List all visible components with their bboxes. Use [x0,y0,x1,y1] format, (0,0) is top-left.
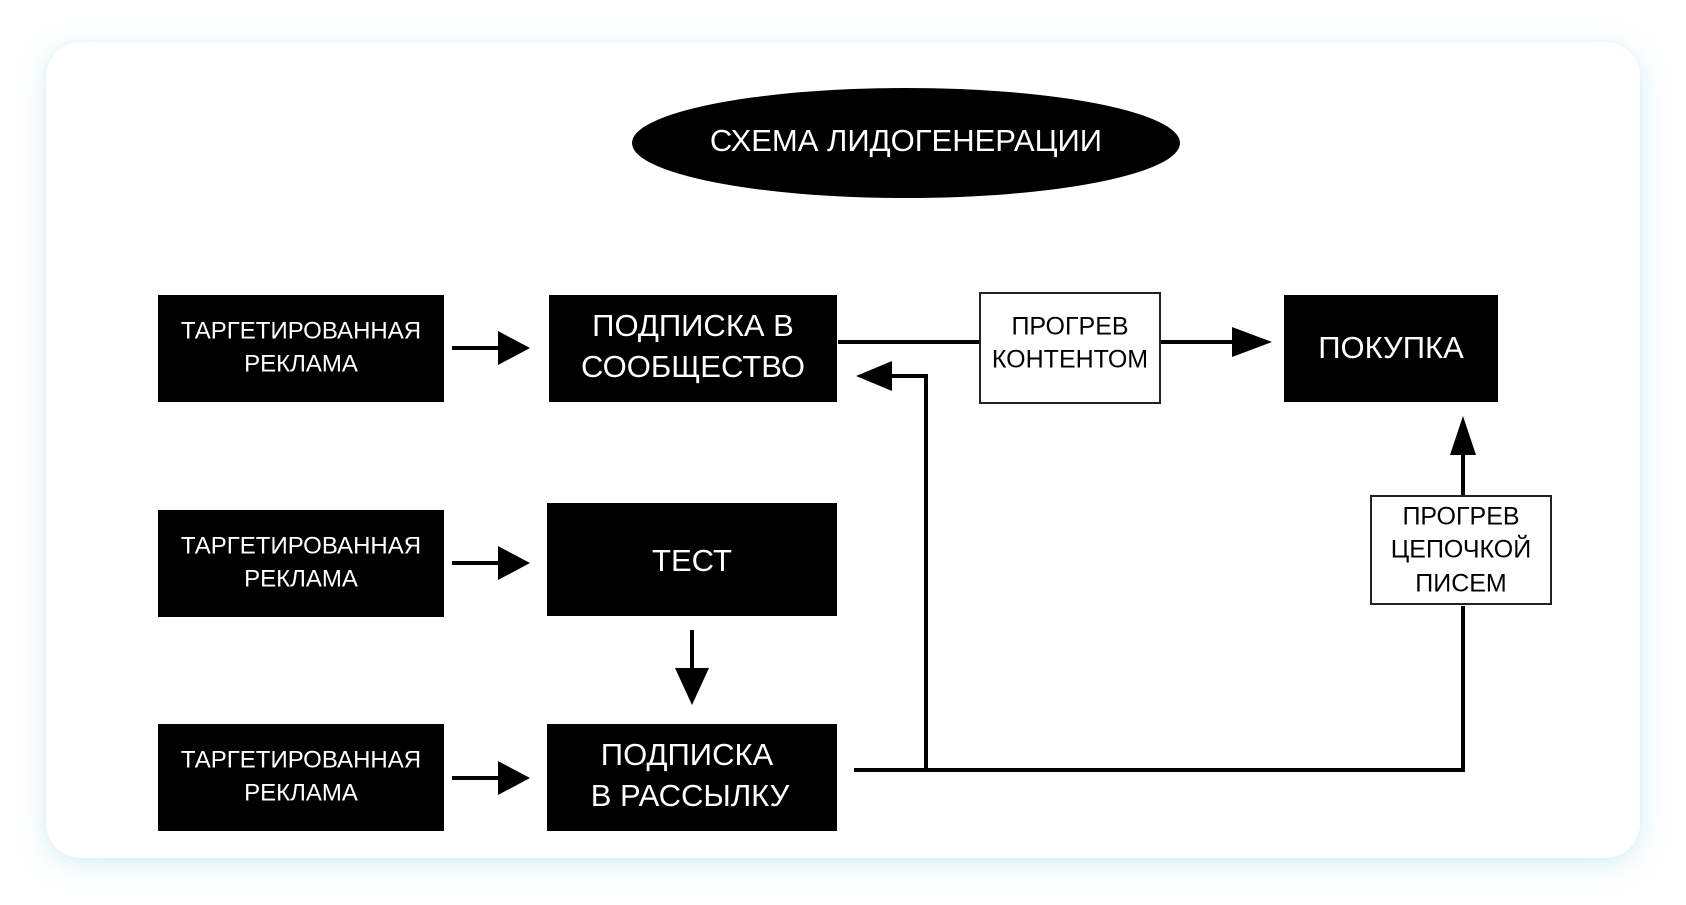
node-ad-2-line-2: РЕКЛАМА [244,565,358,592]
node-test-label: ТЕСТ [652,543,732,578]
node-ad-3-line-1: ТАРГЕТИРОВАННАЯ [181,746,421,773]
node-community-line-2: СООБЩЕСТВО [581,349,805,384]
title-badge: СХЕМА ЛИДОГЕНЕРАЦИИ [632,88,1180,198]
diagram-title: СХЕМА ЛИДОГЕНЕРАЦИИ [710,123,1102,158]
node-ad-1-line-2: РЕКЛАМА [244,350,358,377]
note-content-warmup: ПРОГРЕВ КОНТЕНТОМ [979,292,1161,404]
edge-ad2-to-test [452,546,530,580]
edge-mailing-to-community [854,361,928,772]
note-email-warmup-line-3: ПИСЕМ [1415,570,1507,598]
note-email-warmup-line-2: ЦЕПОЧКОЙ [1391,534,1531,564]
edge-community-to-purchase [838,327,1272,357]
note-content-warmup-line-2: КОНТЕНТОМ [992,346,1148,374]
edge-test-to-mailing [675,630,709,705]
edge-ad1-to-community [452,331,530,365]
node-ad-3-line-2: РЕКЛАМА [244,779,358,806]
node-purchase: ПОКУПКА [1284,295,1498,402]
edge-ad3-to-mailing [452,761,530,795]
title-ellipse [632,88,1180,198]
node-ad-2: ТАРГЕТИРОВАННАЯ РЕКЛАМА [158,510,444,617]
note-email-warmup-line-1: ПРОГРЕВ [1402,503,1519,531]
node-mailing-line-2: В РАССЫЛКУ [591,778,790,813]
note-content-warmup-line-1: ПРОГРЕВ [1011,313,1128,341]
node-purchase-label: ПОКУПКА [1318,330,1464,365]
edges [452,327,1476,795]
node-mailing-line-1: ПОДПИСКА [601,737,774,772]
node-ad-1-line-1: ТАРГЕТИРОВАННАЯ [181,317,421,344]
node-community-subscription: ПОДПИСКА В СООБЩЕСТВО [549,295,837,402]
edge-mailing-to-purchase [926,416,1476,772]
node-mailing-subscription: ПОДПИСКА В РАССЫЛКУ [547,724,837,831]
node-ad-2-line-1: ТАРГЕТИРОВАННАЯ [181,532,421,559]
node-ad-3: ТАРГЕТИРОВАННАЯ РЕКЛАМА [158,724,444,831]
node-community-line-1: ПОДПИСКА В [592,308,794,343]
node-ad-1: ТАРГЕТИРОВАННАЯ РЕКЛАМА [158,295,444,402]
note-email-warmup: ПРОГРЕВ ЦЕПОЧКОЙ ПИСЕМ [1370,495,1552,605]
node-test: ТЕСТ [547,503,837,616]
